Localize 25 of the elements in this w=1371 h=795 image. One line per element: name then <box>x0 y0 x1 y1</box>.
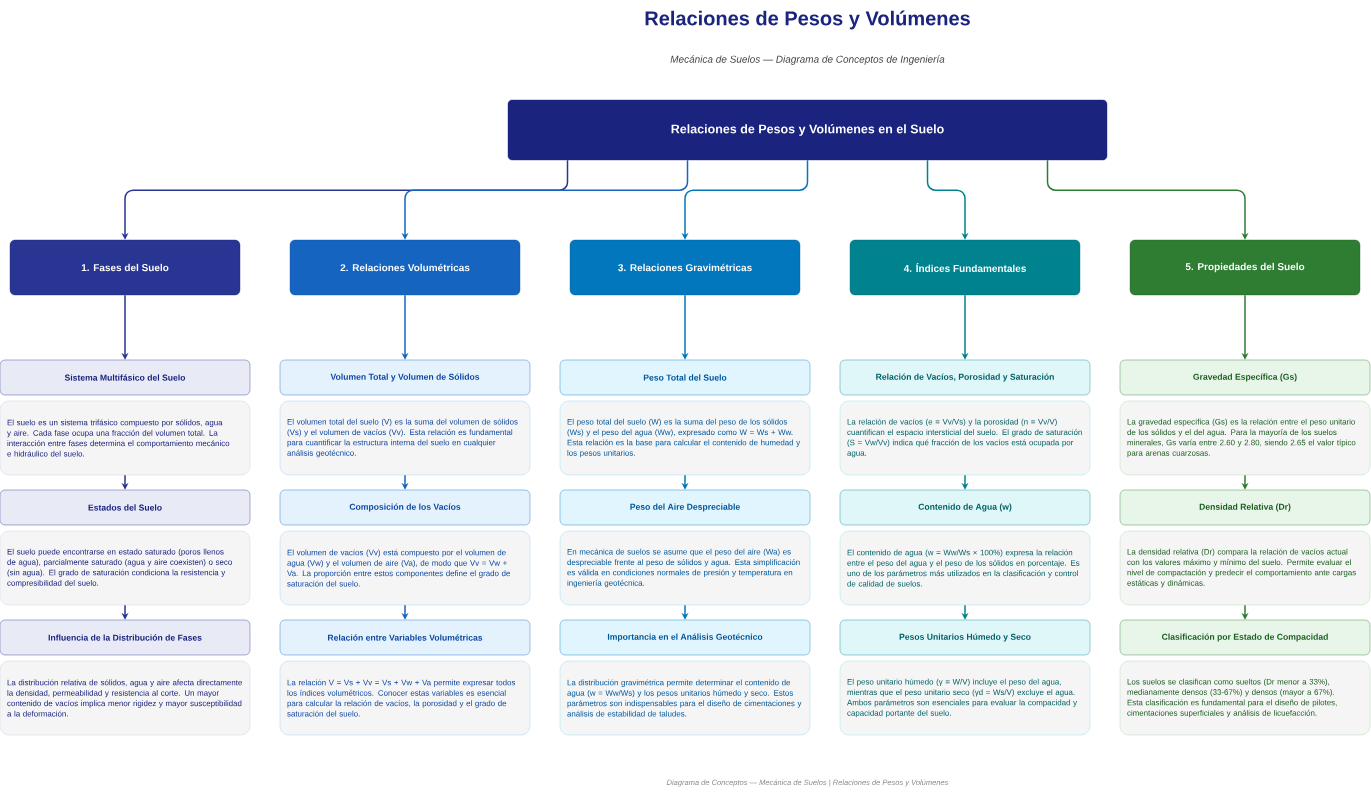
arrow <box>926 159 969 240</box>
concept-header: Volumen Total y Volumen de Sólidos <box>279 359 531 396</box>
concept-header: Relación de Vacíos, Porosidad y Saturación <box>839 359 1091 396</box>
concept-header: Importancia en el Análisis Geotécnico <box>559 619 811 656</box>
concept-header: Relación entre Variables Volumétricas <box>279 619 531 656</box>
category-box: 1. Fases del Suelo <box>9 239 241 296</box>
concept-header: Sistema Multifásico del Suelo <box>0 359 251 396</box>
concept-header: Estados del Suelo <box>0 489 251 526</box>
category-box: 4. Índices Fundamentales <box>849 239 1081 296</box>
category-box: 3. Relaciones Gravimétricas <box>569 239 801 296</box>
concept-header: Influencia de la Distribución de Fases <box>0 619 251 656</box>
topic-box: Relaciones de Pesos y Volúmenes en el Suelo <box>507 99 1108 161</box>
concept-header: Pesos Unitarios Húmedo y Seco <box>839 619 1091 656</box>
category-box: 2. Relaciones Volumétricas <box>289 239 521 296</box>
concept-header: Contenido de Agua (w) <box>839 489 1091 526</box>
concept-header: Clasificación por Estado de Compacidad <box>1119 619 1371 656</box>
concept-header: Densidad Relativa (Dr) <box>1119 489 1371 526</box>
category-box: 5. Propiedades del Suelo <box>1129 239 1361 296</box>
subtitle: Mecánica de Suelos — Diagrama de Conceptos de Ingeniería <box>670 55 945 65</box>
title: Relaciones de Pesos y Volúmenes <box>645 10 970 30</box>
concept-header: Peso Total del Suelo <box>559 359 811 396</box>
concept-header: Gravedad Específica (Gs) <box>1119 359 1371 396</box>
concept-header: Peso del Aire Despreciable <box>559 489 811 526</box>
arrow <box>1046 159 1249 240</box>
concept-header: Composición de los Vacíos <box>279 489 531 526</box>
